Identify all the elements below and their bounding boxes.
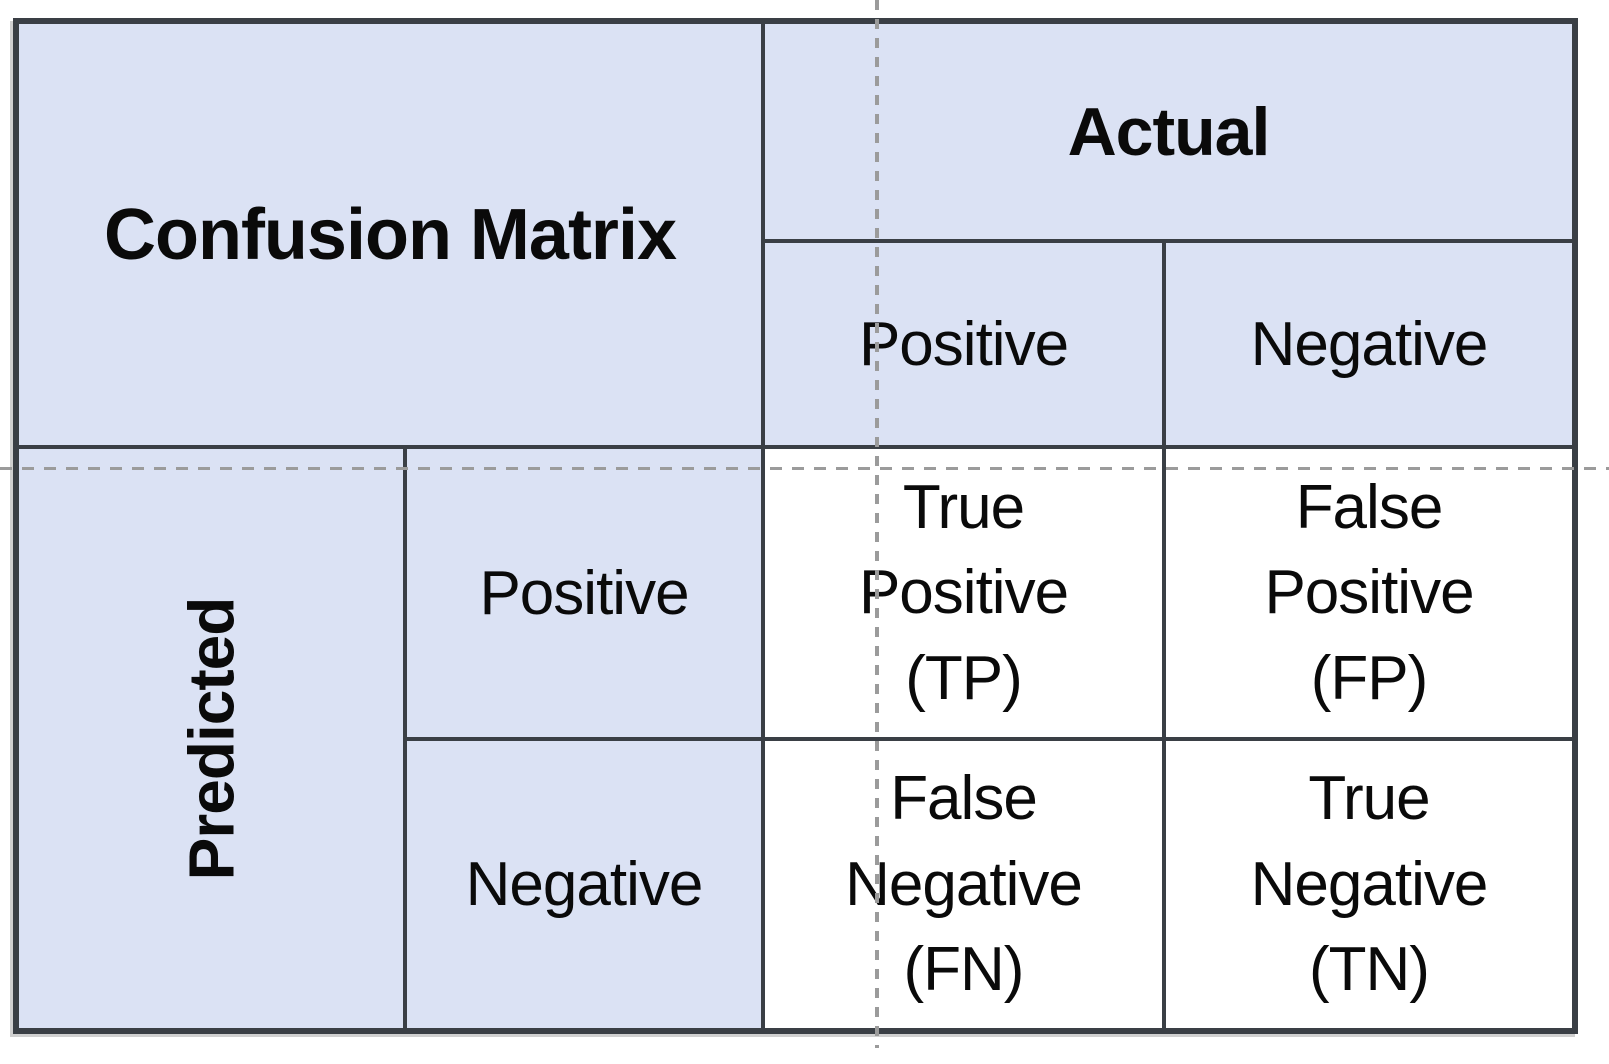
actual-axis-label: Actual (1067, 93, 1271, 170)
predicted-positive-label: Positive (479, 558, 689, 628)
predicted-axis-label: Predicted (175, 597, 247, 880)
page-break-guide-horizontal (0, 467, 1609, 470)
true-negative-text: True Negative (TN) (1250, 764, 1489, 1005)
true-positive-cell: True Positive (TP) (765, 449, 1162, 737)
predicted-positive-header-cell: Positive (407, 449, 761, 737)
false-positive-cell: False Positive (FP) (1166, 449, 1572, 737)
diagram-title: Confusion Matrix (104, 194, 677, 275)
actual-axis-header-cell: Actual (765, 24, 1572, 239)
actual-positive-label: Positive (858, 309, 1069, 379)
page-break-guide-vertical (875, 0, 879, 1048)
confusion-matrix-table: Confusion Matrix Actual Positive Negativ… (13, 18, 1578, 1034)
actual-positive-header-cell: Positive (765, 243, 1162, 445)
true-negative-cell: True Negative (TN) (1166, 741, 1572, 1028)
predicted-axis-header-cell: Predicted (19, 449, 403, 1028)
true-positive-text: True Positive (TP) (858, 472, 1069, 713)
false-negative-text: False Negative (FN) (845, 764, 1083, 1005)
actual-negative-header-cell: Negative (1166, 243, 1572, 445)
false-positive-text: False Positive (FP) (1264, 472, 1474, 713)
actual-negative-label: Negative (1250, 309, 1489, 379)
false-negative-cell: False Negative (FN) (765, 741, 1162, 1028)
predicted-negative-header-cell: Negative (407, 741, 761, 1028)
predicted-negative-label: Negative (465, 850, 704, 919)
title-cell: Confusion Matrix (19, 24, 761, 445)
